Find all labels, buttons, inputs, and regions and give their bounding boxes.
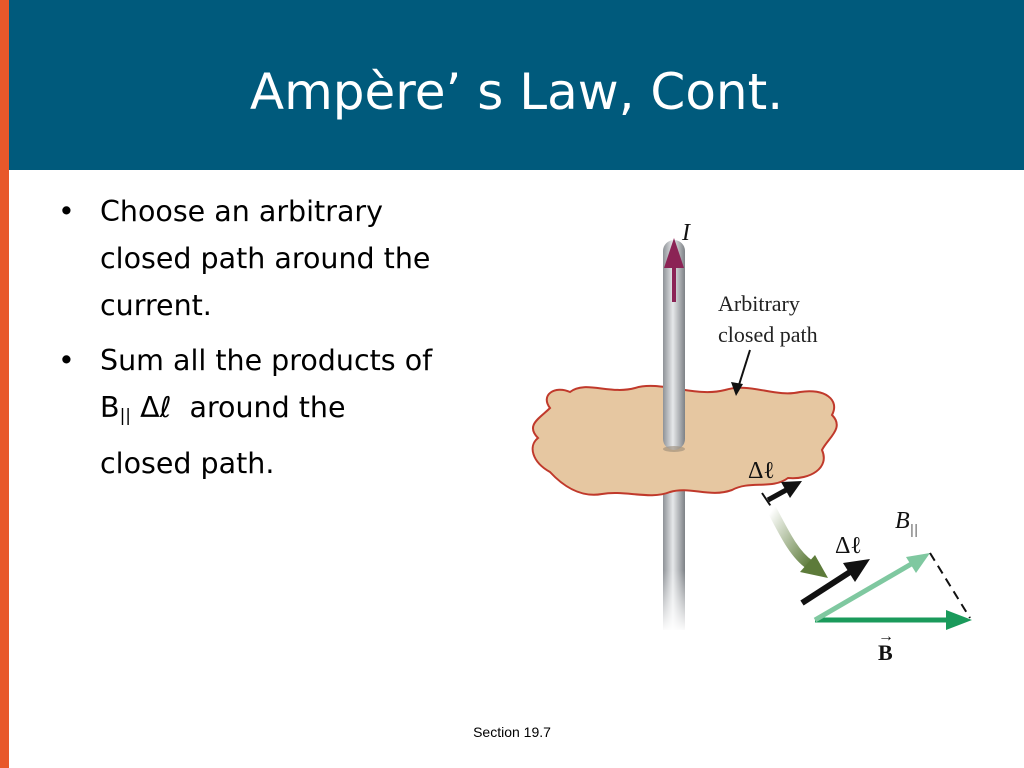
wire-pierce-shadow bbox=[663, 446, 685, 452]
current-arrow-head bbox=[664, 238, 684, 268]
transfer-arrow bbox=[767, 505, 815, 570]
dl-vector-shaft bbox=[766, 486, 790, 503]
bullet-list: • Choose an arbitrary closed path around… bbox=[58, 188, 498, 495]
b-parallel-symbol: B bbox=[895, 508, 910, 534]
b-label: B bbox=[878, 640, 893, 665]
current-label: I bbox=[681, 220, 691, 246]
path-label-line1: Arbitrary bbox=[718, 291, 800, 316]
transfer-arrow-head bbox=[800, 555, 828, 578]
path-label-line2: closed path bbox=[718, 322, 818, 347]
wire-fade bbox=[660, 570, 688, 632]
bullet-dot-icon: • bbox=[58, 195, 75, 228]
b-symbol: B bbox=[100, 391, 120, 424]
bullet-text-line: closed path around the bbox=[100, 242, 431, 275]
b-parallel-head bbox=[906, 553, 930, 573]
b-parallel-shaft bbox=[813, 560, 915, 623]
bullet-text-rest: Δℓ around the bbox=[131, 391, 346, 424]
bullet-text-line: closed path. bbox=[100, 447, 275, 480]
left-accent-bar bbox=[0, 0, 9, 768]
bullet-text-line: B|| Δℓ around the bbox=[100, 384, 498, 440]
bullet-dot-icon: • bbox=[58, 344, 75, 377]
path-pointer-head bbox=[731, 382, 743, 396]
b-vector-head bbox=[946, 610, 972, 630]
path-pointer-line bbox=[737, 349, 751, 389]
bullet-text-line: Choose an arbitrary bbox=[100, 195, 383, 228]
projection-dashed-line bbox=[929, 552, 971, 619]
bullet-text-line: Sum all the products of bbox=[100, 344, 433, 377]
bullet-item: • Choose an arbitrary closed path around… bbox=[58, 188, 498, 329]
wire-upper bbox=[663, 240, 685, 450]
ampere-law-figure: I Arbitrary closed path Δℓ Δℓ B|| → B bbox=[531, 220, 972, 665]
dl-vector2-head bbox=[843, 559, 870, 582]
dl-label-top: Δℓ bbox=[748, 458, 775, 484]
section-footer: Section 19.7 bbox=[473, 724, 551, 740]
dl-label-bottom: Δℓ bbox=[835, 533, 862, 559]
bullet-item: • Sum all the products of B|| Δℓ around … bbox=[58, 337, 498, 487]
dl-vector-head bbox=[781, 481, 802, 498]
b-parallel-label: B|| bbox=[895, 508, 918, 538]
b-subscript: || bbox=[119, 406, 132, 426]
bullet-text-line: current. bbox=[100, 289, 212, 322]
dl-vector2-shaft bbox=[800, 569, 852, 606]
title-banner: Ampère’ s Law, Cont. bbox=[9, 0, 1024, 170]
b-parallel-subscript: || bbox=[910, 522, 918, 538]
b-arrow-glyph: → bbox=[878, 628, 894, 645]
slide-title: Ampère’ s Law, Cont. bbox=[249, 63, 784, 121]
